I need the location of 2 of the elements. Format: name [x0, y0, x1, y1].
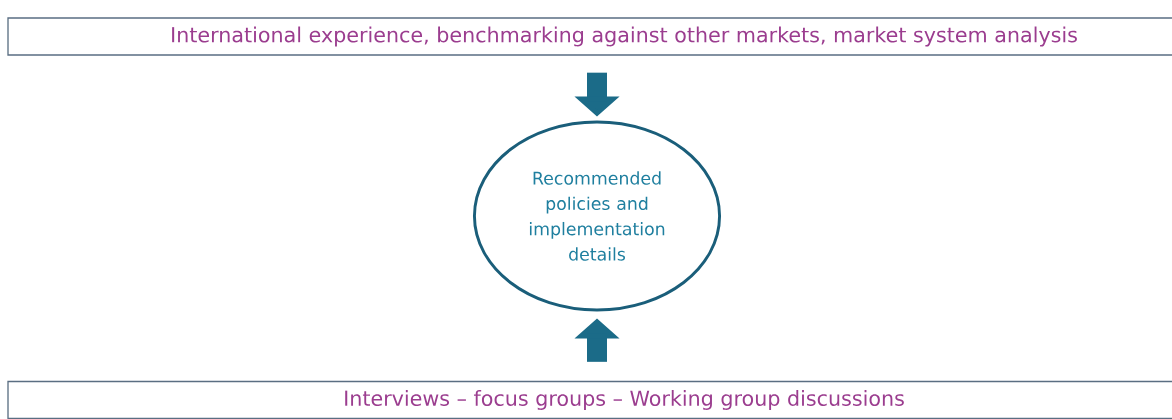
text-band: International experience, benchmarking against other markets, market system analysis	[7, 17, 1172, 56]
text-band: Interviews – focus groups – Working group discussions	[7, 380, 1172, 419]
